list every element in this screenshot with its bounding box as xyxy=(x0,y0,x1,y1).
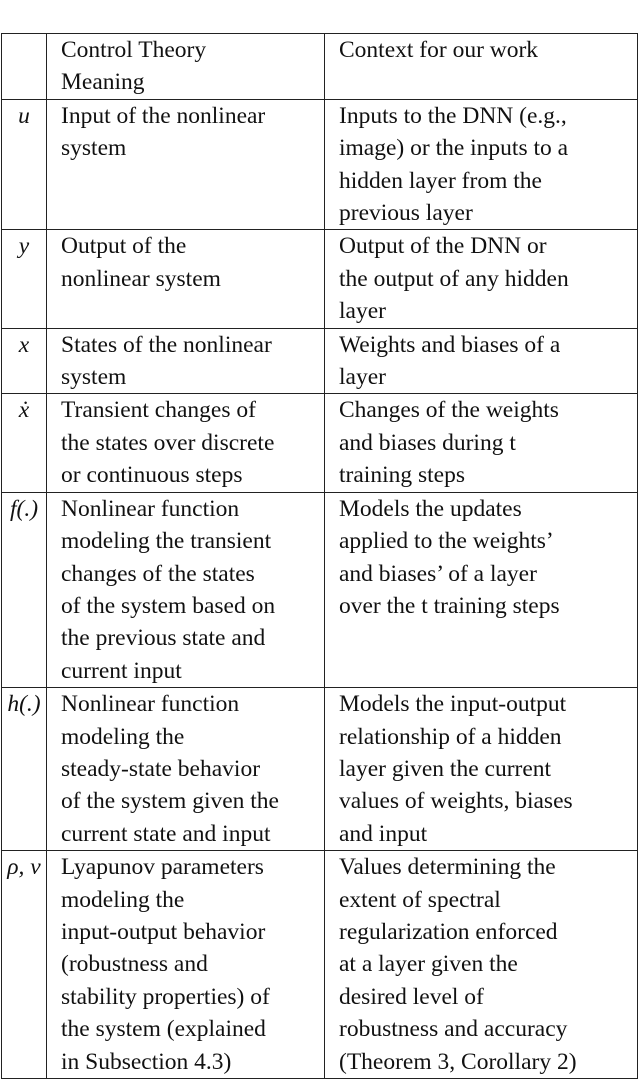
meaning-line: Transient changes of xyxy=(61,397,256,424)
symbol-cell: h(.) xyxy=(1,687,47,852)
meaning-line: input-output behavior xyxy=(61,918,266,945)
meaning-line: system xyxy=(61,364,127,391)
meaning-line: States of the nonlinear xyxy=(61,331,272,358)
meaning-cell: Transient changes of the states over disc… xyxy=(46,393,325,493)
context-line: Changes of the weights xyxy=(339,397,559,424)
context-line: Models the input-output xyxy=(339,691,567,718)
context-cell: Changes of the weights and biases during … xyxy=(324,393,638,493)
meaning-line: Input of the nonlinear xyxy=(61,102,266,129)
meaning-line: steady-state behavior xyxy=(61,755,261,782)
meaning-cell: Lyapunov parameters modeling the input-out… xyxy=(46,850,325,1079)
meaning-line: Nonlinear function xyxy=(61,495,240,522)
context-line: values of weights, biases xyxy=(339,788,573,815)
meaning-line: the previous state and xyxy=(61,625,266,652)
symbol-cell: x xyxy=(1,327,47,395)
context-cell: Weights and biases of a layer xyxy=(324,327,638,395)
context-cell: Values determining the extent of spectral… xyxy=(324,850,638,1079)
context-line: desired level of xyxy=(339,983,484,1010)
meaning-line: modeling the transient xyxy=(61,528,272,555)
context-line: layer given the current xyxy=(339,755,552,782)
context-line: and biases’ of a layer xyxy=(339,560,537,587)
table-row: f(.) Nonlinear function modeling the trans… xyxy=(1,491,638,689)
table-row: x States of the nonlinear system Weights an… xyxy=(1,327,638,395)
meaning-line: or continuous steps xyxy=(61,462,243,489)
context-line: extent of spectral xyxy=(339,886,501,913)
context-line: robustness and accuracy xyxy=(339,1016,568,1043)
context-cell: Output of the DNN or the output of any hi… xyxy=(324,229,638,329)
meaning-line: nonlinear system xyxy=(61,265,221,292)
context-line: layer xyxy=(339,364,386,391)
context-line: the output of any hidden xyxy=(339,265,569,292)
table-row: u Input of the nonlinear system Inputs to t… xyxy=(1,98,638,231)
meaning-cell: Nonlinear function modeling the transient… xyxy=(46,491,325,689)
meaning-cell: Input of the nonlinear system xyxy=(46,98,325,231)
context-line: training steps xyxy=(339,462,465,489)
context-line: previous layer xyxy=(339,200,473,227)
table-row: ẋ Transient changes of the states over dis… xyxy=(1,393,638,493)
meaning-line: Output of the xyxy=(61,233,187,260)
meaning-line: Lyapunov parameters xyxy=(61,854,264,881)
context-line: and biases during t xyxy=(339,429,516,456)
context-line: over the t training steps xyxy=(339,592,560,619)
context-line: layer xyxy=(339,298,386,325)
context-line: regularization enforced xyxy=(339,918,558,945)
meaning-line: (robustness and xyxy=(61,951,208,978)
context-line: applied to the weights’ xyxy=(339,528,554,555)
symbol-cell: ẋ xyxy=(1,393,47,493)
table-row: h(.) Nonlinear function modeling the steady… xyxy=(1,687,638,852)
context-line: at a layer given the xyxy=(339,951,518,978)
meaning-line: stability properties) of xyxy=(61,983,270,1010)
header-context: Context for our work xyxy=(324,33,638,100)
meaning-cell: Output of the nonlinear system xyxy=(46,229,325,329)
context-line: relationship of a hidden xyxy=(339,723,562,750)
meaning-cell: Nonlinear function modeling the steady-sta… xyxy=(46,687,325,852)
context-line: Models the updates xyxy=(339,495,522,522)
symbol-cell: f(.) xyxy=(1,491,47,689)
context-line: Weights and biases of a xyxy=(339,331,561,358)
context-line: Output of the DNN or xyxy=(339,233,547,260)
context-line: Inputs to the DNN (e.g., xyxy=(339,102,567,129)
symbol-cell: ρ, ν xyxy=(1,850,47,1079)
meaning-line: modeling the xyxy=(61,723,185,750)
meaning-line: current input xyxy=(61,657,182,684)
context-cell: Models the input-output relationship of a… xyxy=(324,687,638,852)
context-cell: Models the updates applied to the weights… xyxy=(324,491,638,689)
meaning-line: the system (explained xyxy=(61,1016,266,1043)
context-line: hidden layer from the xyxy=(339,167,542,194)
header-symbol xyxy=(1,33,47,100)
meaning-line: Nonlinear function xyxy=(61,691,240,718)
meaning-line: current state and input xyxy=(61,820,271,847)
symbol-cell: y xyxy=(1,229,47,329)
context-line: Values determining the xyxy=(339,854,556,881)
context-line: and input xyxy=(339,820,428,847)
meaning-line: of the system given the xyxy=(61,788,279,815)
meaning-cell: States of the nonlinear system xyxy=(46,327,325,395)
meaning-line: modeling the xyxy=(61,886,185,913)
meaning-line: of the system based on xyxy=(61,592,276,619)
context-line: (Theorem 3, Corollary 2) xyxy=(339,1048,577,1075)
meaning-line: system xyxy=(61,135,127,162)
meaning-line: in Subsection 4.3) xyxy=(61,1048,232,1075)
context-line: image) or the inputs to a xyxy=(339,135,569,162)
context-cell: Inputs to the DNN (e.g., image) or the in… xyxy=(324,98,638,231)
meaning-line: the states over discrete xyxy=(61,429,275,456)
table-row: ρ, ν Lyapunov parameters modeling the input… xyxy=(1,850,638,1079)
symbol-cell: u xyxy=(1,98,47,231)
meaning-line: changes of the states xyxy=(61,560,255,587)
